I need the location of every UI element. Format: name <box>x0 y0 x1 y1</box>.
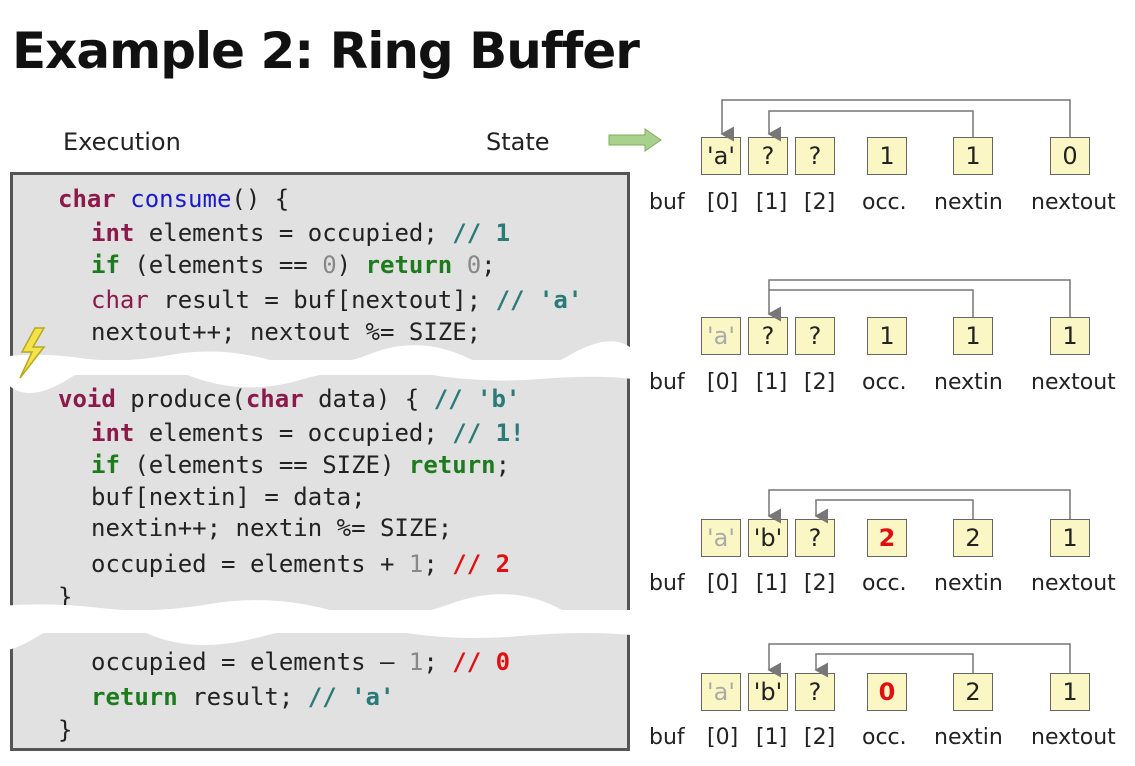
state2-nextout: 1 <box>1050 317 1090 355</box>
state2-buf2: ? <box>795 317 835 355</box>
code-line-produce-signature: void produce(char data) { // 'b' <box>58 385 521 413</box>
code-line-resume-occupied: occupied = elements – 1; // 0 <box>91 648 511 676</box>
nextout-pointer <box>767 489 1071 524</box>
interrupt-lightning-icon <box>19 327 46 379</box>
code-line-produce-store: buf[nextin] = data; <box>91 483 366 511</box>
state1-occ: 1 <box>867 137 907 175</box>
label-nextin: nextin <box>934 725 1003 750</box>
label-index-1: [1] <box>756 725 788 750</box>
label-occ: occ. <box>862 370 907 395</box>
label-buf: buf <box>649 190 685 215</box>
label-index-2: [2] <box>804 571 836 596</box>
state3-occ: 2 <box>867 519 907 557</box>
state2-buf0: 'a' <box>701 317 741 355</box>
label-nextout: nextout <box>1031 725 1116 750</box>
label-nextout: nextout <box>1031 571 1116 596</box>
consume-code-panel <box>10 172 630 360</box>
code-line-produce-if: if (elements == SIZE) return; <box>91 451 511 479</box>
torn-edge-2 <box>0 594 640 650</box>
label-index-2: [2] <box>804 725 836 750</box>
state-header: State <box>486 128 550 156</box>
execution-header: Execution <box>63 128 181 156</box>
state1-pointer-arrows <box>720 99 1071 142</box>
code-line-consume-result: char result = buf[nextout]; // 'a' <box>91 286 583 314</box>
label-index-0: [0] <box>707 370 739 395</box>
state4-pointer-arrows <box>767 643 1071 678</box>
label-index-2: [2] <box>804 370 836 395</box>
code-line-produce-occupied: occupied = elements + 1; // 2 <box>91 550 511 578</box>
state2-nextin: 1 <box>953 317 993 355</box>
label-occ: occ. <box>862 571 907 596</box>
nextin-pointer <box>814 653 974 678</box>
label-buf: buf <box>649 571 685 596</box>
code-line-resume-return: return result; // 'a' <box>91 683 395 711</box>
state3-nextout: 1 <box>1050 519 1090 557</box>
label-index-0: [0] <box>707 571 739 596</box>
label-nextin: nextin <box>934 370 1003 395</box>
state4-occ: 0 <box>867 673 907 711</box>
state4-nextin: 2 <box>953 673 993 711</box>
label-index-1: [1] <box>756 370 788 395</box>
label-nextin: nextin <box>934 190 1003 215</box>
state1-buf2: ? <box>795 137 835 175</box>
state4-buf0: 'a' <box>701 673 741 711</box>
nextin-pointer <box>814 499 974 524</box>
produce-code-panel <box>10 375 630 610</box>
nextout-pointer <box>767 643 1071 678</box>
code-line-consume-if: if (elements == 0) return 0; <box>91 251 496 279</box>
code-line-produce-elements: int elements = occupied; // 1! <box>91 419 525 447</box>
code-line-produce-nextin: nextin++; nextin %= SIZE; <box>91 514 453 542</box>
state4-buf1: 'b' <box>748 673 788 711</box>
code-line-produce-close: } <box>58 583 73 611</box>
label-index-0: [0] <box>707 190 739 215</box>
code-line-consume-nextout: nextout++; nextout %= SIZE; <box>91 318 482 346</box>
label-buf: buf <box>649 370 685 395</box>
state1-nextout: 0 <box>1050 137 1090 175</box>
state4-buf2: ? <box>795 673 835 711</box>
code-line-consume-signature: char consume() { <box>58 185 290 213</box>
nextin-pointer <box>767 110 974 142</box>
code-line-resume-close: } <box>58 716 73 744</box>
state3-pointer-arrows <box>767 489 1071 524</box>
state3-buf0: 'a' <box>701 519 741 557</box>
label-occ: occ. <box>862 190 907 215</box>
label-index-2: [2] <box>804 190 836 215</box>
current-state-arrow <box>608 128 662 152</box>
label-nextout: nextout <box>1031 190 1116 215</box>
nextout-pointer <box>720 99 1071 142</box>
state2-pointer-arrows <box>767 279 1071 322</box>
torn-edge-1 <box>0 341 640 394</box>
state1-nextin: 1 <box>953 137 993 175</box>
label-index-1: [1] <box>756 190 788 215</box>
state3-nextin: 2 <box>953 519 993 557</box>
slide-title: Example 2: Ring Buffer <box>12 22 640 80</box>
label-index-0: [0] <box>707 725 739 750</box>
state4-nextout: 1 <box>1050 673 1090 711</box>
state3-buf2: ? <box>795 519 835 557</box>
label-index-1: [1] <box>756 571 788 596</box>
resume-code-panel <box>10 633 630 751</box>
state2-occ: 1 <box>867 317 907 355</box>
label-occ: occ. <box>862 725 907 750</box>
nextout-pointer <box>767 279 1071 322</box>
state3-buf1: 'b' <box>748 519 788 557</box>
nextin-pointer <box>769 289 974 317</box>
label-nextout: nextout <box>1031 370 1116 395</box>
label-buf: buf <box>649 725 685 750</box>
state1-buf0: 'a' <box>701 137 741 175</box>
label-nextin: nextin <box>934 571 1003 596</box>
code-line-consume-elements: int elements = occupied; // 1 <box>91 219 511 247</box>
